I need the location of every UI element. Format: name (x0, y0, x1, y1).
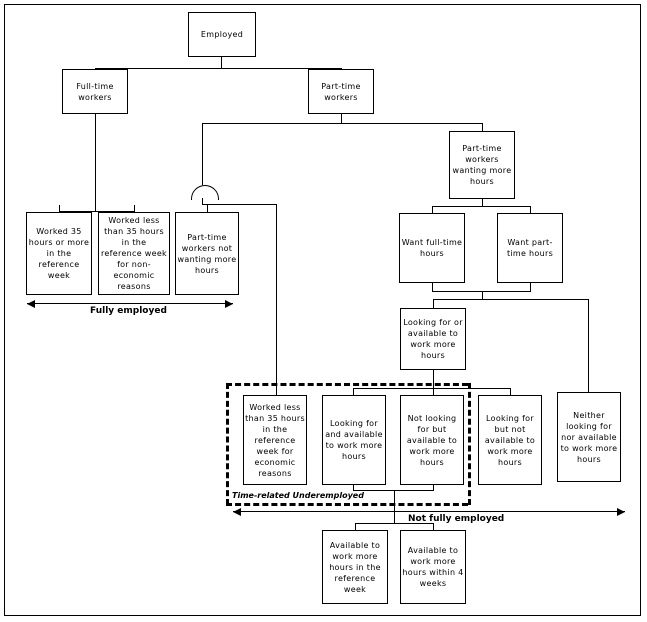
node-want-part-time-hours-label: Want part-time hours (506, 238, 554, 258)
connector-part-time-left-down-lower (202, 198, 203, 205)
underemployed-group-bottom-border (226, 503, 468, 506)
connector-to-worked-less-non-economic (134, 205, 135, 212)
fully-employed-arrow (27, 299, 233, 308)
connector-looking-and-available-stem (353, 485, 354, 491)
connector-want-bar (432, 206, 530, 207)
not-fully-employed-caption: Not fully employed (408, 514, 505, 524)
node-available-reference-week[interactable]: Available to work more hours in the refe… (322, 530, 388, 604)
node-employed[interactable]: Employed (188, 12, 256, 57)
connector-full-time-children-bar (59, 211, 134, 212)
line-hop-bridge (191, 185, 221, 200)
connector-post-want-split-bar (433, 299, 589, 300)
node-full-time-workers-label: Full-time workers (76, 81, 114, 102)
node-neither-looking-nor-available[interactable]: Neither looking for nor available to wor… (557, 392, 621, 482)
connector-available-merge-bar (353, 490, 434, 491)
node-available-within-4-weeks[interactable]: Available to work more hours within 4 we… (400, 530, 466, 604)
connector-to-not-looking-but-available (433, 388, 434, 395)
node-pt-not-wanting-more-hours[interactable]: Part-time workers not wanting more hours (175, 212, 239, 295)
node-part-time-workers[interactable]: Part-time workers (308, 69, 374, 114)
node-not-looking-but-available[interactable]: Not looking for but available to work mo… (400, 395, 464, 485)
node-want-part-time-hours[interactable]: Want part-time hours (497, 213, 563, 283)
fully-employed-caption: Fully employed (90, 306, 167, 316)
connector-to-looking-or-available (433, 299, 434, 309)
connector-want-full-time-stem (432, 283, 433, 292)
node-worked-less-economic-label: Worked less than 35 hours in the referen… (245, 402, 305, 478)
underemployed-group-left-border (226, 383, 229, 505)
node-want-full-time-hours[interactable]: Want full-time hours (399, 213, 465, 283)
connector-part-time-bar (202, 123, 482, 124)
node-looking-and-available-label: Looking for and available to work more h… (325, 419, 383, 461)
node-available-within-4-weeks-label: Available to work more hours within 4 we… (402, 546, 464, 588)
node-worked-less-non-economic[interactable]: Worked less than 35 hours in the referen… (98, 212, 170, 295)
underemployed-group-top-border (226, 383, 468, 386)
node-pt-not-wanting-more-hours-label: Part-time workers not wanting more hours (177, 232, 237, 275)
not-fully-employed-arrow (233, 507, 625, 516)
connector-part-time-left-down-upper (202, 123, 203, 185)
underemployed-group-right-border (468, 383, 471, 505)
connector-to-want-part-time (530, 206, 531, 213)
connector-lower-split-bar (353, 388, 511, 389)
node-worked-less-economic[interactable]: Worked less than 35 hours in the referen… (243, 395, 307, 485)
node-want-full-time-hours-label: Want full-time hours (401, 238, 463, 258)
connector-to-pt-wanting-more (482, 123, 483, 131)
connector-to-neither (588, 299, 589, 392)
connector-part-time-stem (341, 114, 342, 123)
node-looking-but-not-available[interactable]: Looking for but not available to work mo… (478, 395, 542, 485)
connector-want-merge-bar (432, 291, 531, 292)
node-not-looking-but-available-label: Not looking for but available to work mo… (406, 413, 458, 467)
connector-to-available-reference-week (355, 523, 356, 530)
node-worked-less-non-economic-label: Worked less than 35 hours in the referen… (101, 216, 167, 291)
diagram-border (4, 4, 641, 616)
node-looking-or-available-label: Looking for or available to work more ho… (403, 318, 463, 360)
node-part-time-workers-label: Part-time workers (321, 81, 361, 102)
node-employed-label: Employed (200, 30, 244, 39)
underemployed-group-label: Time-related Underemployed (232, 491, 364, 500)
connector-pt-wanting-stem (482, 199, 483, 207)
node-looking-and-available[interactable]: Looking for and available to work more h… (322, 395, 386, 485)
node-looking-or-available[interactable]: Looking for or available to work more ho… (400, 308, 466, 370)
node-worked-35-or-more-label: Worked 35 hours or more in the reference… (28, 227, 90, 280)
connector-want-merge-stem (482, 291, 483, 300)
node-full-time-workers[interactable]: Full-time workers (62, 69, 128, 114)
connector-to-pt-not-wanting (207, 204, 208, 212)
node-pt-wanting-more-hours-label: Part-time workers wanting more hours (452, 144, 512, 186)
connector-to-looking-but-not-available (510, 388, 511, 395)
connector-top-bar (95, 68, 342, 69)
connector-not-looking-but-available-stem (433, 485, 434, 491)
connector-available-merge-drop (394, 490, 395, 523)
connector-pt-not-wanting-bar (202, 204, 277, 205)
connector-want-part-time-stem (530, 283, 531, 292)
connector-to-looking-and-available (353, 388, 354, 395)
connector-employed-stem (221, 57, 222, 69)
connector-to-available-4-weeks (433, 523, 434, 530)
node-worked-35-or-more[interactable]: Worked 35 hours or more in the reference… (26, 212, 92, 295)
node-neither-looking-nor-available-label: Neither looking for nor available to wor… (560, 410, 618, 464)
connector-looking-or-available-stem (433, 370, 434, 388)
node-pt-wanting-more-hours[interactable]: Part-time workers wanting more hours (449, 131, 515, 199)
node-available-reference-week-label: Available to work more hours in the refe… (329, 540, 381, 594)
connector-full-time-stem (95, 114, 96, 211)
connector-to-want-full-time (432, 206, 433, 213)
connector-to-full-time (95, 68, 96, 70)
connector-to-part-time (341, 68, 342, 70)
connector-to-worked-35 (59, 205, 60, 212)
connector-economic-reasons-drop (276, 204, 277, 395)
node-looking-but-not-available-label: Looking for but not available to work mo… (484, 413, 536, 467)
connector-available-children-bar (355, 523, 434, 524)
